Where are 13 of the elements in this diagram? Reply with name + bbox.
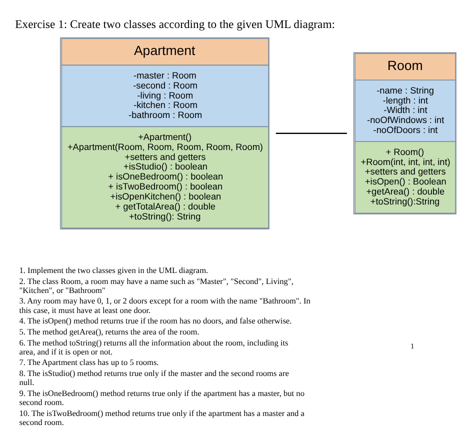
label: 8. The isStudio() method returns true only if the master and the second rooms are null. — [19, 368, 289, 388]
label: 1 — [410, 342, 414, 351]
label: 3. Any room may have 0, 1, or 2 doors except for a room with the name "Bathroom". In this case, it must have at least one door. — [19, 296, 310, 315]
label: 9. The isOneBedroom() method returns true only if the apartment has a master, but no second room. — [19, 388, 304, 408]
label: 2. The class Room, a room may have a name such as "Master", "Second", Living", "Kitchen", or "Bathroom" — [19, 276, 294, 295]
label: 5. The method getArea(), returns the area of the room. — [19, 327, 200, 336]
label: 6. The method toString() returns all the information about the room, including its area, and if it is open or not. — [19, 338, 288, 356]
label: 7. The Apartment class has up to 5 rooms. — [19, 358, 159, 368]
label: 4. The isOpen() method returns true if the room has no doors, and false otherwise. — [19, 316, 292, 326]
label: 10. The isTwoBedroom() method returns true only if the apartment has a master and a second room. — [19, 408, 304, 428]
label: 1. Implement the two classes given in the UML diagram. — [19, 266, 208, 275]
diagram-title: Exercise 1: Create two classes according to the given UML diagram: — [15, 18, 335, 31]
connector — [276, 132, 347, 134]
